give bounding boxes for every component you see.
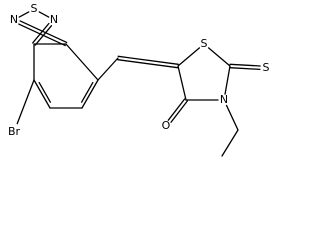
bond-n1-c7a-second [19, 20, 68, 44]
bond-ch2-ch3 [221, 129, 239, 157]
bond-c5r-s1r [177, 47, 201, 67]
bond-s2-n3 [38, 11, 50, 18]
bond-c4r-o [167, 98, 186, 121]
atom-label-n1: N [10, 13, 18, 26]
bond-c7-c7a [65, 43, 99, 81]
bond-c6-c7-inner [80, 81, 94, 103]
bond-c2r-sexo-second [229, 63, 261, 67]
bond-n3r-ch2 [225, 104, 239, 131]
bond-c4r-c5r [177, 65, 187, 101]
atom-label-o: O [162, 119, 171, 132]
bond-n1-s2 [18, 11, 30, 18]
atom-label-n3: N [50, 13, 58, 26]
bond-c4r-o-second [170, 100, 188, 123]
bond-s1r-c2r [207, 47, 231, 67]
atom-label-sexo: S [263, 61, 270, 74]
bond-c6-c7 [81, 79, 99, 109]
atom-label-n3r: N [220, 93, 228, 106]
bond-c2r-n3r [224, 65, 231, 95]
bond-c7-ch [97, 57, 119, 81]
bond-ch-c5r-second [117, 55, 179, 65]
atom-label-br: Br [8, 125, 21, 138]
atom-label-s1r: S [201, 37, 208, 50]
bond-n3-c3a-second [34, 25, 53, 46]
bond-c2r-sexo [229, 67, 261, 71]
atom-label-s2: S [31, 2, 38, 15]
bond-c4-c5-inner [38, 81, 52, 103]
bond-n1-c7a [18, 23, 66, 47]
bond-c4-c5 [33, 79, 51, 109]
bond-c4-br [16, 79, 35, 125]
bond-n3-c3a [32, 22, 50, 44]
bond-ch-c5r [117, 59, 179, 69]
bond-layer [16, 11, 261, 157]
